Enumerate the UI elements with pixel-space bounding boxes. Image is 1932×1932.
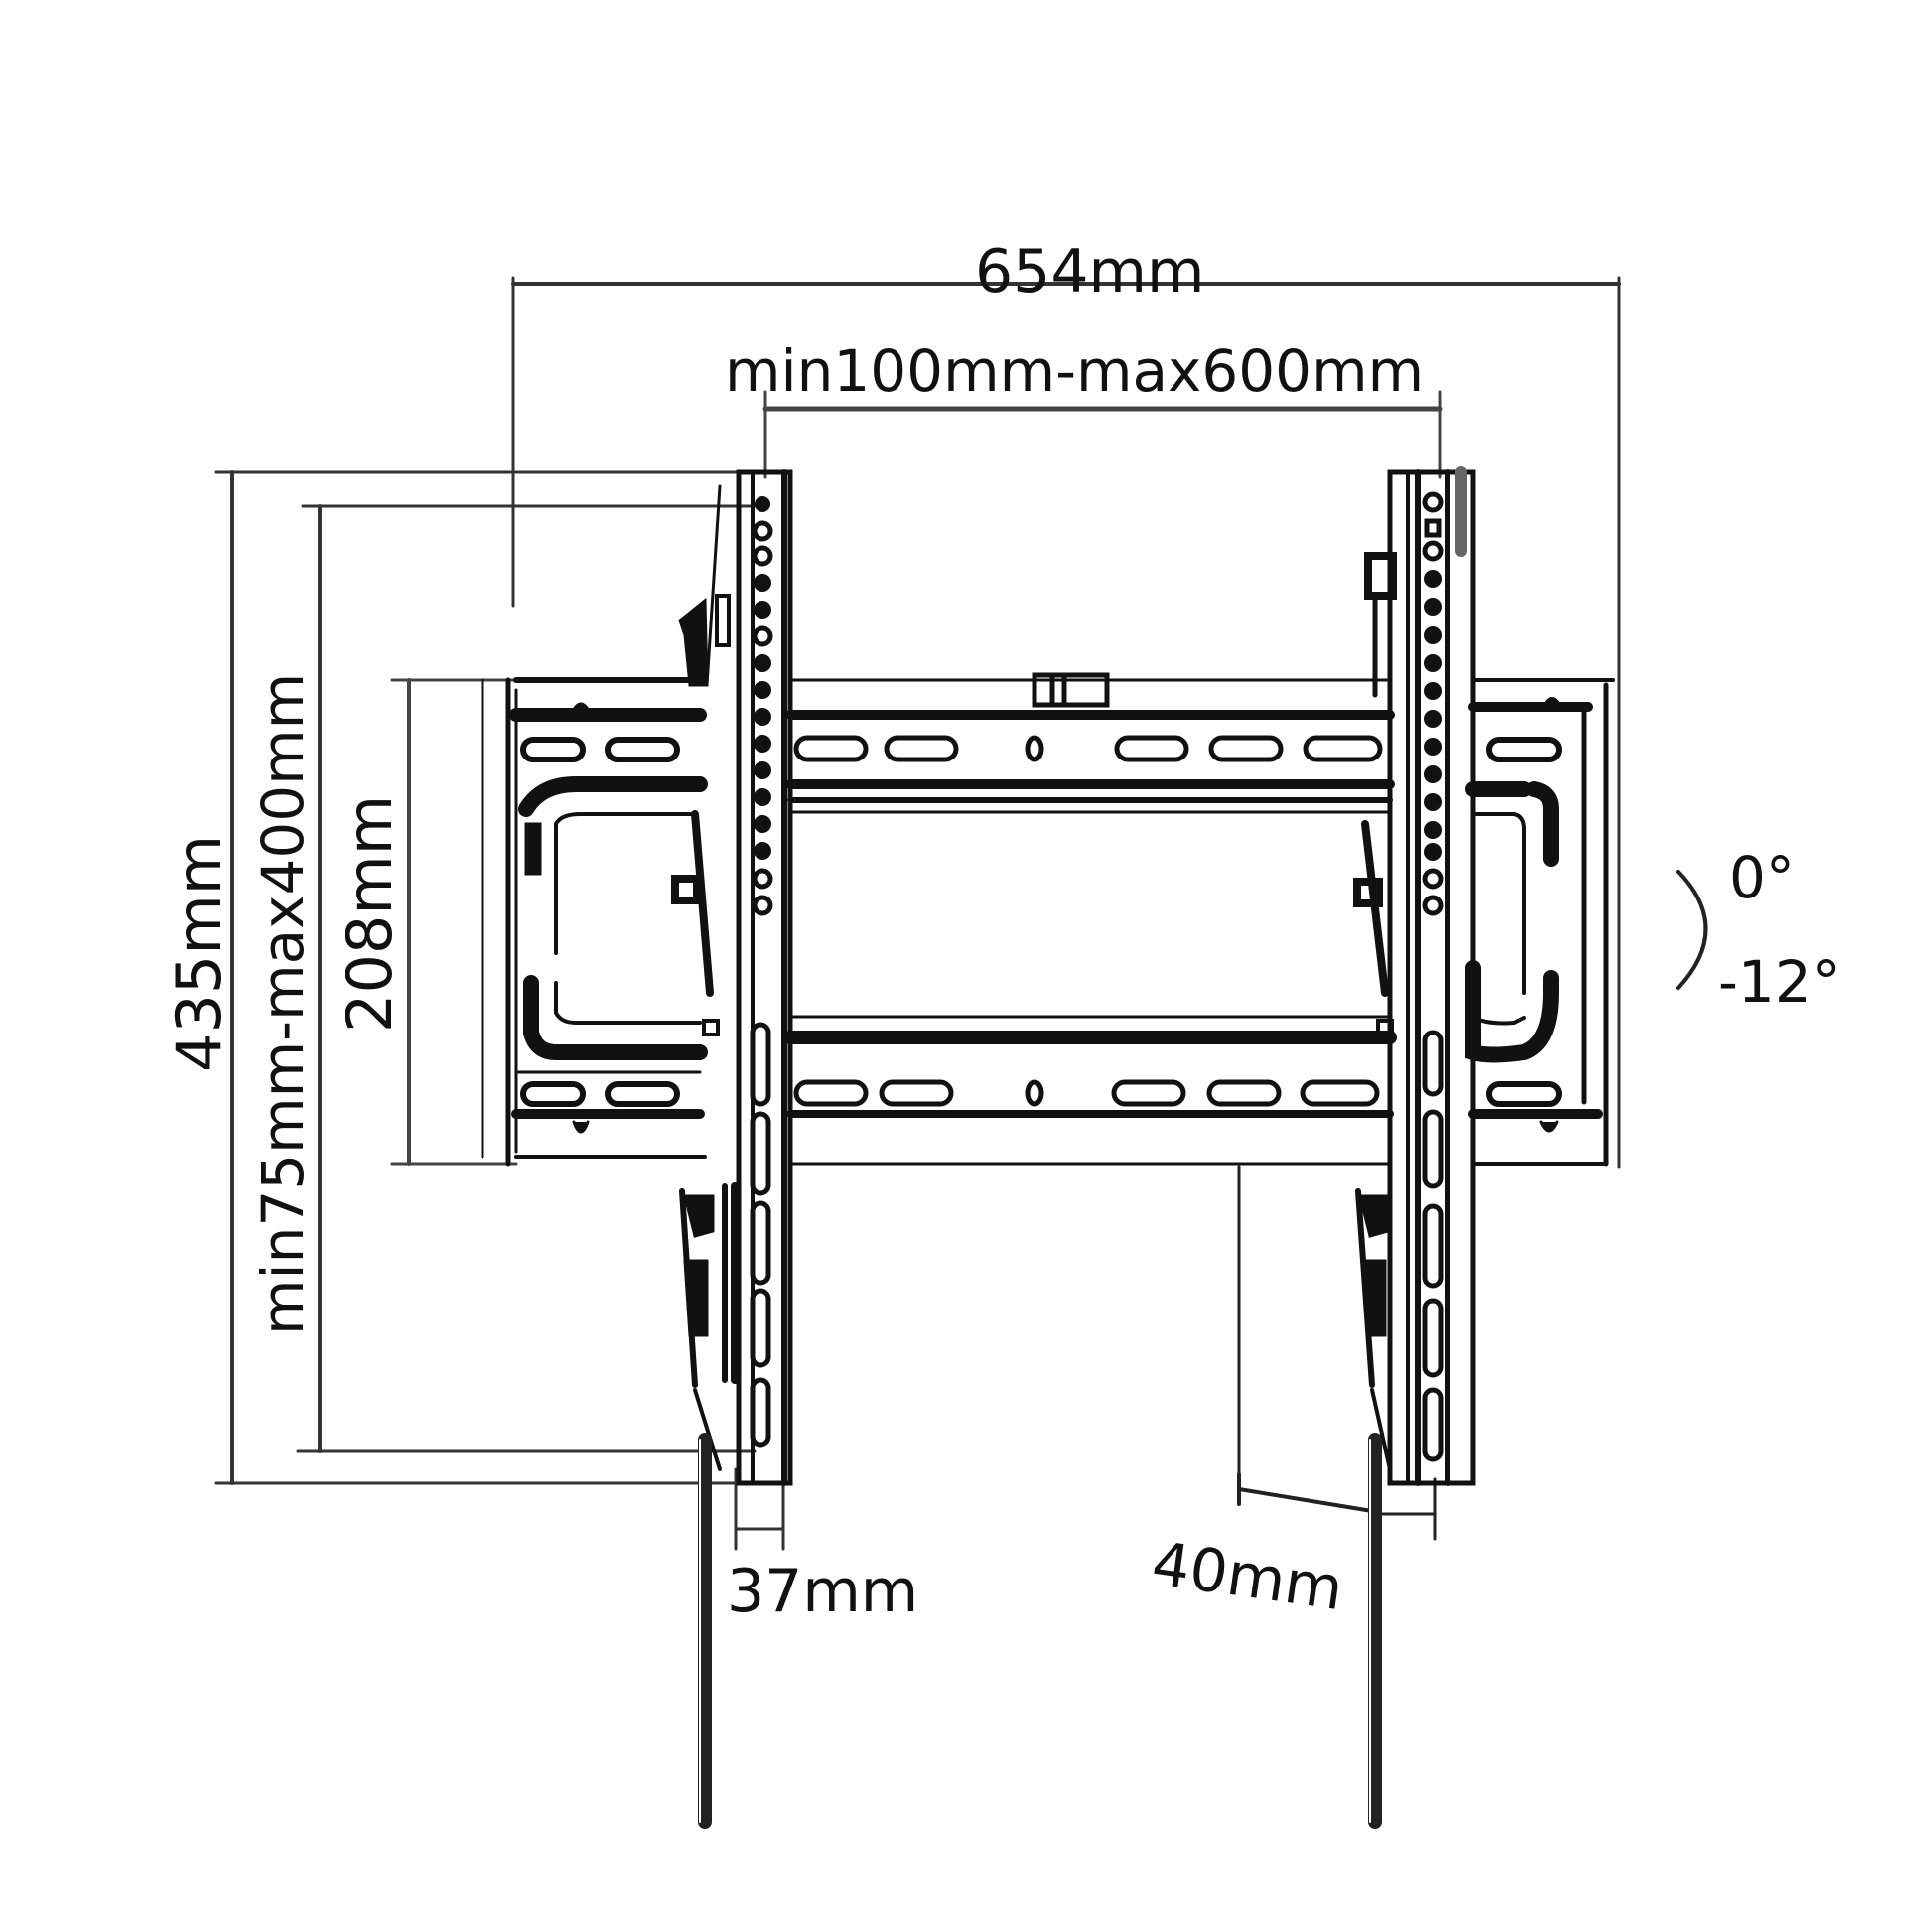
overall-width-label: 654mm: [975, 237, 1205, 307]
depth-min-label: 37mm: [727, 1557, 919, 1626]
dim-vesa-vertical: [296, 504, 757, 1453]
wall-plate: [783, 672, 1397, 1166]
right-safety-leg: [1368, 1433, 1382, 1829]
right-wall-arm: [1465, 678, 1615, 1167]
tilt-min-label: -12°: [1718, 948, 1841, 1016]
dim-overall-width: [511, 276, 1621, 1169]
right-vertical-bracket: [1353, 466, 1476, 1486]
vesa-vertical-label: min75mm-max400mm: [249, 672, 317, 1335]
vesa-horizontal-label: min100mm-max600mm: [725, 338, 1425, 405]
left-vertical-bracket: [671, 469, 793, 1486]
left-safety-leg: [698, 1433, 712, 1829]
dim-vesa-horizontal: [762, 390, 1443, 479]
left-wall-arm: [481, 677, 708, 1167]
overall-height-label: 435mm: [163, 834, 235, 1072]
tilt-max-label: 0°: [1729, 844, 1795, 911]
dim-wall-plate-height: [390, 678, 518, 1166]
tilt-arc: [1676, 870, 1708, 990]
dim-overall-height: [214, 470, 741, 1485]
wall-plate-height-label: 208mm: [334, 794, 406, 1033]
